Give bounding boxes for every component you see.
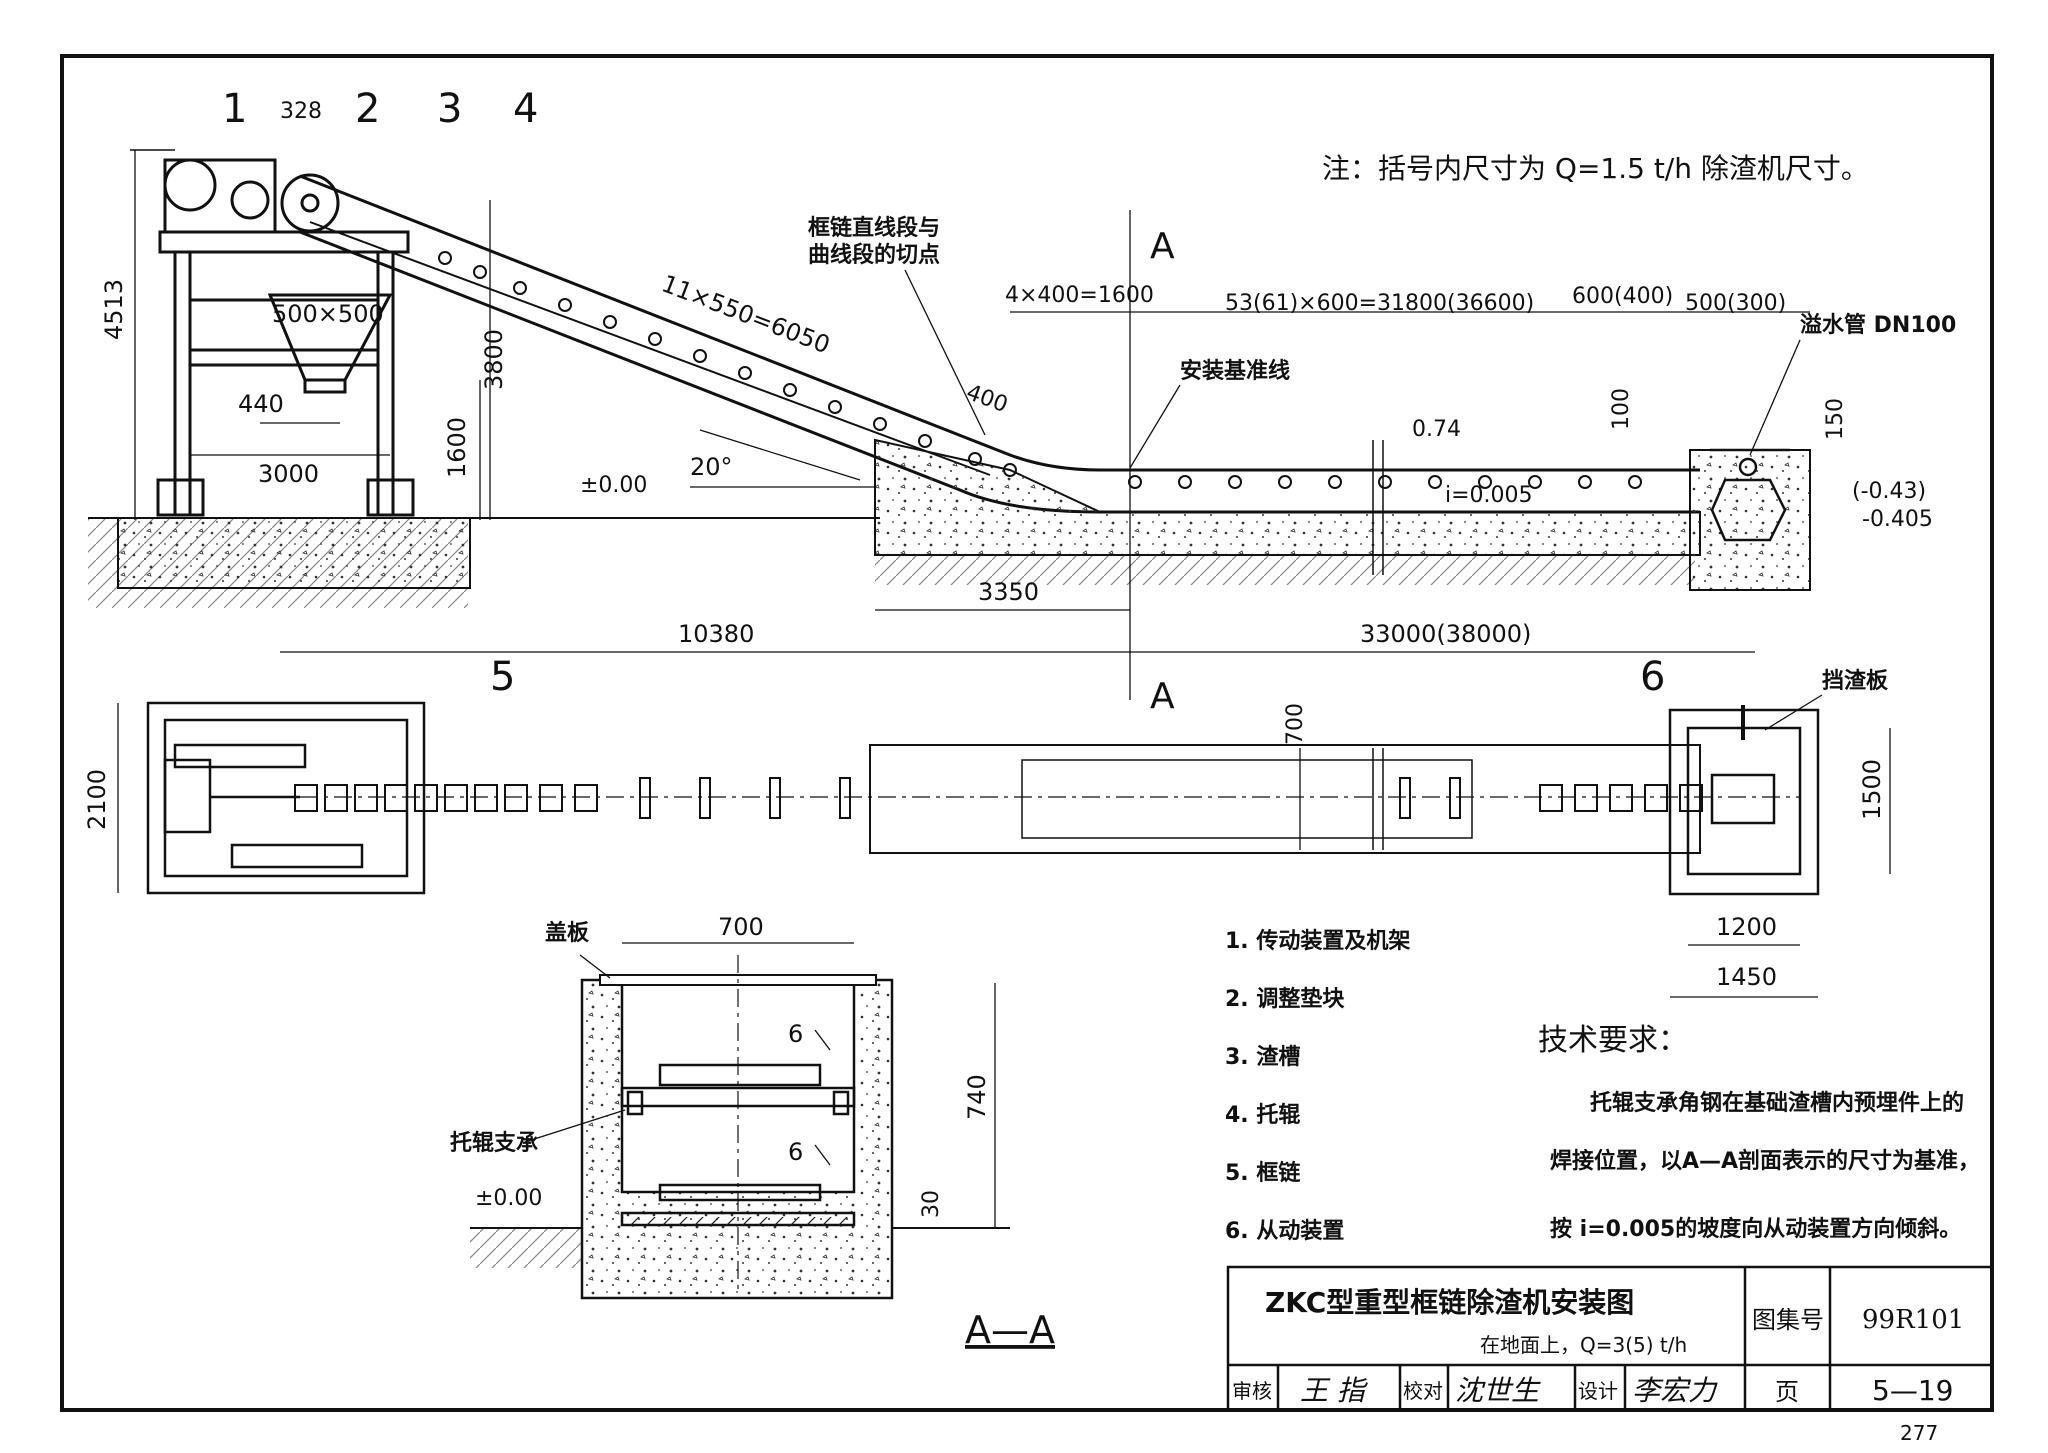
designer-signature: 李宏力 — [1632, 1374, 1718, 1407]
page-number: 277 — [1900, 1421, 1938, 1445]
dim-150: 150 — [1823, 398, 1848, 440]
dim-1500: 1500 — [1858, 759, 1886, 820]
review-label: 审核 — [1232, 1379, 1272, 1403]
driven-unit-elev — [1710, 448, 1790, 542]
dim-section-700: 700 — [718, 913, 764, 941]
elevation-dim-lines — [134, 150, 1810, 700]
weld-mark-2: 6 — [788, 1138, 803, 1166]
page-ref: 5—19 — [1872, 1374, 1953, 1407]
dim-first-links: 4×400=1600 — [1005, 283, 1154, 308]
legend-item: 4. 托辊 — [1225, 1102, 1300, 1128]
tech-title: 技术要求： — [1538, 1023, 1688, 1058]
tech-line: 焊接位置，以A—A剖面表示的尺寸为基准， — [1550, 1148, 1980, 1174]
plan-dim-lines — [117, 703, 1891, 998]
dim-33000: 33000(38000) — [1360, 620, 1531, 648]
dim-section-ground: ±0.00 — [475, 1186, 542, 1211]
inclined-chain — [299, 174, 1700, 514]
dim-slope: i=0.005 — [1445, 483, 1533, 508]
dim-main-links: 53(61)×600=31800(36600) — [1225, 291, 1534, 316]
plan-chain-links — [294, 777, 1703, 819]
dim-angle: 20° — [690, 453, 733, 481]
callout-3: 3 — [437, 86, 462, 132]
trough-foundation — [874, 438, 1701, 556]
dim-incline-links: 11×550=6050 — [658, 269, 834, 359]
tech-line: 按 i=0.005的坡度向从动装置方向倾斜。 — [1550, 1216, 1961, 1242]
note-text: 注：括号内尺寸为 Q=1.5 t/h 除渣机尺寸。 — [1322, 152, 1869, 185]
weld-mark-1: 6 — [788, 1020, 803, 1048]
label-baffle: 挡渣板 — [1822, 668, 1889, 694]
dim-elev-0405: -0.405 — [1862, 507, 1933, 532]
elevation-view: 1 2 3 4 328 4513 500×500 440 3000 1600 3… — [88, 86, 1956, 700]
checker-signature: 沈世生 — [1455, 1374, 1541, 1407]
dim-ground-left: ±0.00 — [580, 473, 647, 498]
dim-10380: 10380 — [678, 620, 754, 648]
drawing-subtitle: 在地面上，Q=3(5) t/h — [1480, 1333, 1687, 1357]
dim-328: 328 — [280, 99, 322, 124]
design-label: 设计 — [1578, 1379, 1618, 1403]
dim-elev-043: (-0.43) — [1852, 479, 1926, 504]
drive-frame — [130, 149, 415, 517]
title-block — [1226, 1265, 1994, 1412]
dim-2100: 2100 — [83, 769, 111, 830]
chain-rollers — [438, 251, 1642, 489]
sheet-border — [60, 54, 1994, 1412]
atlas-number: 99R101 — [1862, 1305, 1964, 1335]
dim-3350: 3350 — [978, 578, 1039, 606]
ground-hatch-right — [875, 555, 1695, 585]
label-tangent-2: 曲线段的切点 — [808, 242, 940, 268]
dim-0-74: 0.74 — [1412, 417, 1461, 442]
dim-400-tangent: 400 — [963, 380, 1011, 418]
dim-1450: 1450 — [1716, 963, 1777, 991]
dim-1600: 1600 — [443, 417, 471, 478]
dim-500x500: 500×500 — [272, 300, 384, 328]
dim-30: 30 — [919, 1190, 944, 1218]
section-marker-bottom: A — [1150, 676, 1175, 717]
dim-end-gap-2: 500(300) — [1685, 291, 1786, 316]
legend-item: 1. 传动装置及机架 — [1225, 928, 1410, 954]
legend-item: 2. 调整垫块 — [1225, 986, 1345, 1012]
legend: 1. 传动装置及机架 2. 调整垫块 3. 渣槽 4. 托辊 5. 框链 6. … — [1225, 928, 1410, 1244]
dim-100: 100 — [1609, 388, 1634, 430]
section-aa — [470, 942, 1010, 1300]
label-overflow-pipe: 溢水管 DN100 — [1800, 312, 1956, 338]
dim-4513: 4513 — [100, 279, 128, 340]
legend-item: 5. 框链 — [1225, 1160, 1300, 1186]
reviewer-signature: 王 指 — [1300, 1374, 1369, 1407]
dim-3800: 3800 — [480, 329, 508, 390]
dim-440: 440 — [238, 390, 284, 418]
callout-4: 4 — [513, 86, 538, 132]
dim-plan-700: 700 — [1283, 703, 1308, 745]
driven-pit — [1689, 449, 1811, 591]
callout-5: 5 — [490, 654, 515, 700]
drawing-title: ZKC型重型框链除渣机安装图 — [1265, 1286, 1634, 1319]
callout-1: 1 — [222, 86, 247, 132]
label-roller-support: 托辊支承 — [450, 1130, 538, 1156]
check-label: 校对 — [1403, 1379, 1443, 1403]
foundation-left — [117, 517, 471, 589]
callout-6: 6 — [1640, 654, 1665, 700]
dim-740: 740 — [963, 1074, 991, 1120]
legend-item: 3. 渣槽 — [1225, 1044, 1300, 1070]
legend-item: 6. 从动装置 — [1225, 1219, 1344, 1244]
tech-line: 托辊支承角钢在基础渣槽内预埋件上的 — [1590, 1090, 1964, 1116]
dim-1200: 1200 — [1716, 913, 1777, 941]
dim-3000: 3000 — [258, 460, 319, 488]
dim-end-gap-1: 600(400) — [1572, 284, 1673, 309]
tech-requirements: 技术要求： 托辊支承角钢在基础渣槽内预埋件上的 焊接位置，以A—A剖面表示的尺寸… — [1538, 1023, 1980, 1242]
callout-2: 2 — [355, 86, 380, 132]
page-label: 页 — [1775, 1378, 1799, 1406]
atlas-label: 图集号 — [1752, 1306, 1824, 1334]
plan-view — [146, 701, 1820, 896]
label-tangent-1: 框链直线段与 — [808, 215, 940, 241]
section-title: A—A — [965, 1308, 1055, 1352]
section-marker-top: A — [1150, 226, 1175, 267]
label-install-line: 安装基准线 — [1180, 358, 1290, 384]
label-cover: 盖板 — [545, 920, 590, 946]
